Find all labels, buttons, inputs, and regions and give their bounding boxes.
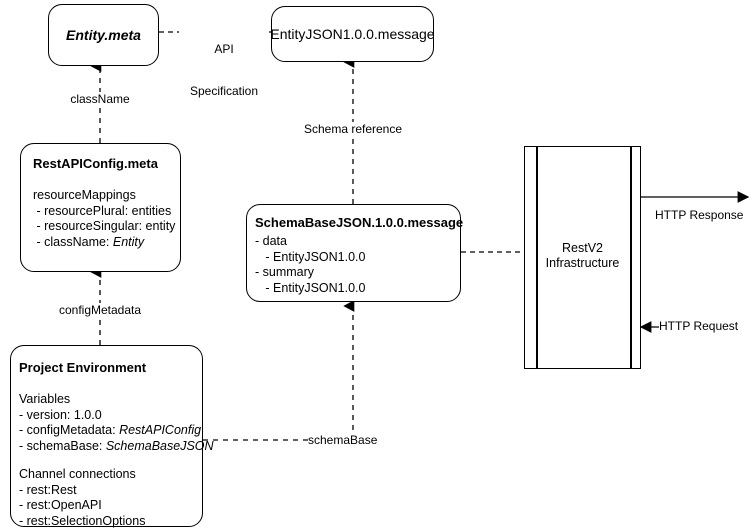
- node-project-environment-title: Project Environment: [19, 360, 147, 375]
- spacer: [19, 379, 192, 392]
- edge-label-schema-reference: Schema reference: [295, 122, 411, 136]
- project-environment-variable-1-value: RestAPIConfig: [119, 423, 202, 437]
- project-environment-variable-1-key: - configMetadata:: [19, 423, 120, 437]
- node-project-environment-body: Project Environment Variables - version:…: [11, 346, 214, 531]
- schema-base-json-line-3: - EntityJSON1.0.0: [255, 280, 366, 295]
- project-environment-variable-1: - configMetadata: RestAPIConfig: [19, 423, 201, 439]
- edge-label-api-specification-line-1: API: [214, 42, 234, 56]
- infrastructure-right-bar: [630, 147, 632, 368]
- node-rest-v2-infrastructure[interactable]: RestV2 Infrastructure: [524, 146, 641, 369]
- infrastructure-label-line-1: RestV2: [562, 241, 603, 255]
- node-rest-api-config-body: RestAPIConfig.meta resourceMappings - re…: [21, 144, 180, 260]
- project-environment-channel-2: - rest:SelectionOptions: [19, 513, 146, 528]
- edge-label-api-specification-line-2: Specification: [189, 84, 259, 98]
- node-rest-v2-infrastructure-label: RestV2 Infrastructure: [525, 241, 640, 271]
- node-schema-base-json[interactable]: SchemaBaseJSON.1.0.0.message - data - En…: [246, 204, 464, 304]
- edge-label-http-response: HTTP Response: [655, 208, 754, 222]
- project-environment-variables-heading: Variables: [19, 392, 71, 406]
- infrastructure-label-line-2: Infrastructure: [545, 256, 620, 270]
- node-entity-json-message[interactable]: EntityJSON1.0.0.message: [270, 6, 435, 62]
- project-environment-variable-2: - schemaBase: SchemaBaseJSON: [19, 438, 214, 455]
- infrastructure-left-bar: [536, 147, 538, 368]
- edge-schema-base: [203, 300, 355, 441]
- node-rest-api-config[interactable]: RestAPIConfig.meta resourceMappings - re…: [20, 143, 181, 272]
- project-environment-variable-2-key: - schemaBase:: [19, 438, 106, 453]
- spacer: [33, 175, 168, 188]
- rest-api-config-line-0: resourceMappings: [33, 188, 136, 202]
- rest-api-config-class-name-value: Entity: [112, 234, 145, 249]
- schema-base-json-line-0: - data: [255, 234, 287, 248]
- node-entity-meta[interactable]: Entity.meta: [48, 4, 159, 66]
- edge-label-config-metadata: configMetadata: [46, 303, 154, 317]
- project-environment-variable-0: - version: 1.0.0: [19, 407, 102, 422]
- edge-label-http-request: HTTP Request: [659, 319, 754, 333]
- node-entity-meta-label: Entity.meta: [66, 27, 141, 43]
- rest-api-config-line-2: - resourceSingular: entity: [33, 219, 176, 233]
- project-environment-channel-0: - rest:Rest: [19, 482, 77, 497]
- spacer: [19, 454, 192, 467]
- schema-base-json-line-2: - summary: [255, 265, 315, 279]
- node-schema-base-json-title: SchemaBaseJSON.1.0.0.message: [255, 215, 464, 230]
- project-environment-channels-heading: Channel connections: [19, 467, 136, 481]
- edge-label-api-specification: API Specification: [179, 14, 269, 126]
- node-schema-base-json-body: SchemaBaseJSON.1.0.0.message - data - En…: [247, 205, 464, 304]
- edge-label-class-name: className: [60, 92, 140, 106]
- node-rest-api-config-title: RestAPIConfig.meta: [33, 156, 158, 171]
- rest-api-config-line-1: - resourcePlural: entities: [33, 203, 172, 218]
- schema-base-json-line-1: - EntityJSON1.0.0: [255, 249, 366, 264]
- project-environment-variable-2-value: SchemaBaseJSON: [105, 438, 214, 453]
- project-environment-channel-1: - rest:OpenAPI: [19, 498, 102, 512]
- edge-label-schema-base: schemaBase: [308, 433, 388, 447]
- node-project-environment[interactable]: Project Environment Variables - version:…: [10, 345, 214, 528]
- rest-api-config-class-name-key: - className:: [33, 234, 113, 249]
- node-entity-json-message-label: EntityJSON1.0.0.message: [270, 26, 435, 42]
- rest-api-config-line-3: - className: Entity: [33, 235, 168, 251]
